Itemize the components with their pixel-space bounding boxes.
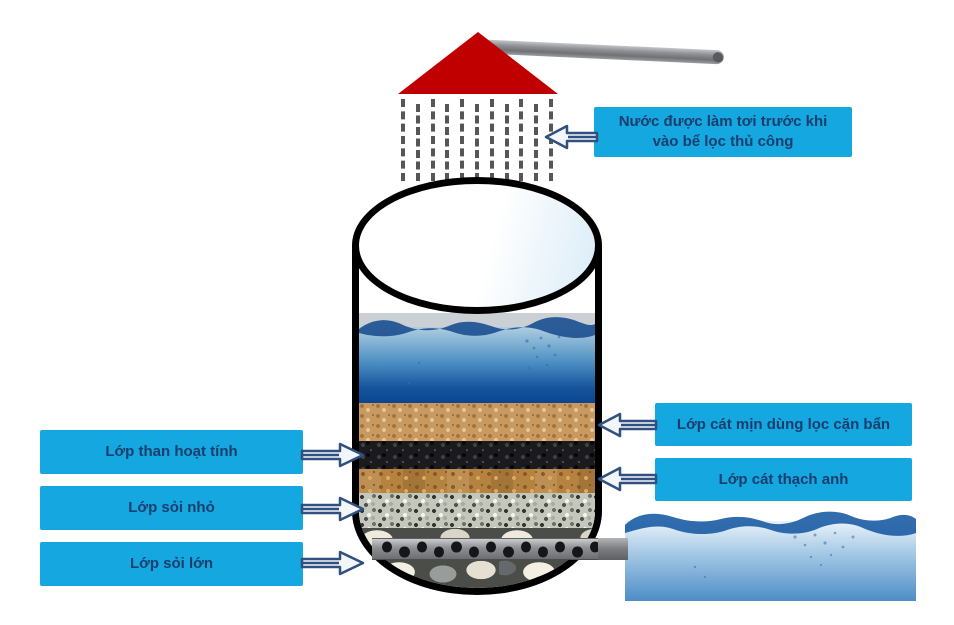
activated-carbon-arrow-right-icon	[300, 442, 365, 468]
label-inlet-note-line2: vào bể lọc thủ công	[652, 133, 794, 150]
fine-sand-arrow-left-icon	[597, 412, 658, 438]
quartz-sand-arrow-left-icon	[597, 466, 658, 492]
quartz-sand-layer	[359, 469, 595, 493]
label-activated-carbon: Lớp than hoạt tính	[40, 430, 303, 474]
label-quartz-sand: Lớp cát thạch anh	[655, 458, 912, 501]
filtered-water-image	[625, 507, 916, 601]
drain-pipe-holes	[372, 541, 601, 557]
drain-pipe-outlet	[598, 538, 628, 560]
label-small-gravel-text: Lớp sỏi nhỏ	[128, 499, 215, 516]
inlet-note-arrow-left-icon	[544, 124, 599, 150]
drain-pipe	[372, 538, 628, 560]
water-spray-icon	[401, 99, 553, 181]
label-large-gravel-text: Lớp sỏi lớn	[130, 555, 213, 572]
label-fine-sand: Lớp cát mịn dùng lọc cặn bẩn	[655, 403, 912, 446]
large-gravel-arrow-right-icon	[300, 550, 365, 576]
label-quartz-sand-text: Lớp cát thạch anh	[718, 470, 849, 488]
label-large-gravel: Lớp sỏi lớn	[40, 542, 303, 586]
raw-water-layer	[359, 313, 595, 403]
small-gravel-arrow-right-icon	[300, 496, 365, 522]
label-inlet-note-line1: Nước được làm tơi trước khi	[618, 113, 828, 130]
label-small-gravel: Lớp sỏi nhỏ	[40, 486, 303, 530]
filter-tank-lid	[352, 177, 602, 314]
small-gravel-layer	[359, 493, 595, 528]
inlet-funnel-icon	[396, 30, 560, 101]
inlet-pipe-opening-icon	[712, 51, 723, 63]
fine-sand-layer	[359, 403, 595, 441]
label-inlet-note: Nước được làm tơi trước khi vào bể lọc t…	[594, 107, 852, 157]
label-activated-carbon-text: Lớp than hoạt tính	[105, 443, 238, 460]
label-fine-sand-text: Lớp cát mịn dùng lọc cặn bẩn	[676, 415, 891, 433]
activated-carbon-layer	[359, 441, 595, 469]
